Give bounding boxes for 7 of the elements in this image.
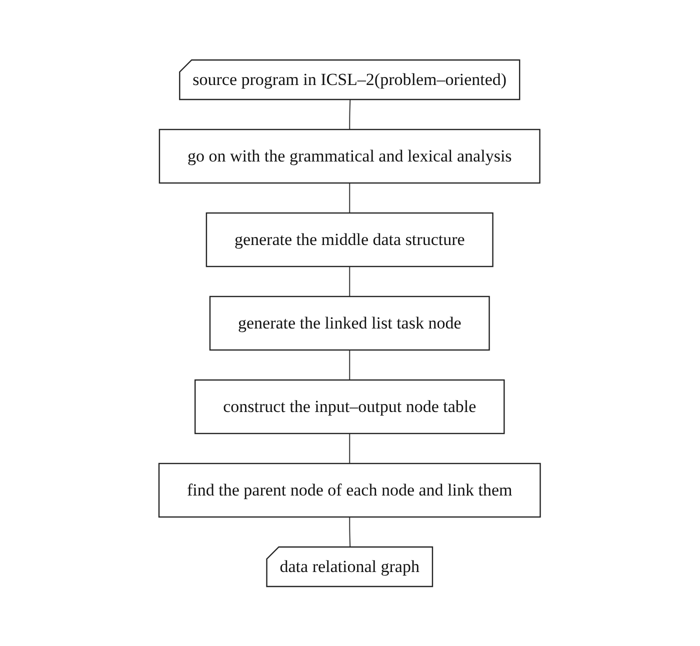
node-box: generate the middle data structure — [206, 212, 494, 267]
connector — [350, 99, 351, 130]
node-box: go on with the grammatical and lexical analysis — [159, 128, 541, 184]
node-box: construct the input–output node table — [194, 379, 506, 434]
connector — [350, 516, 351, 548]
node-box: find the parent node of each node and link them — [158, 462, 542, 518]
node-box: generate the linked list task node — [210, 296, 490, 350]
